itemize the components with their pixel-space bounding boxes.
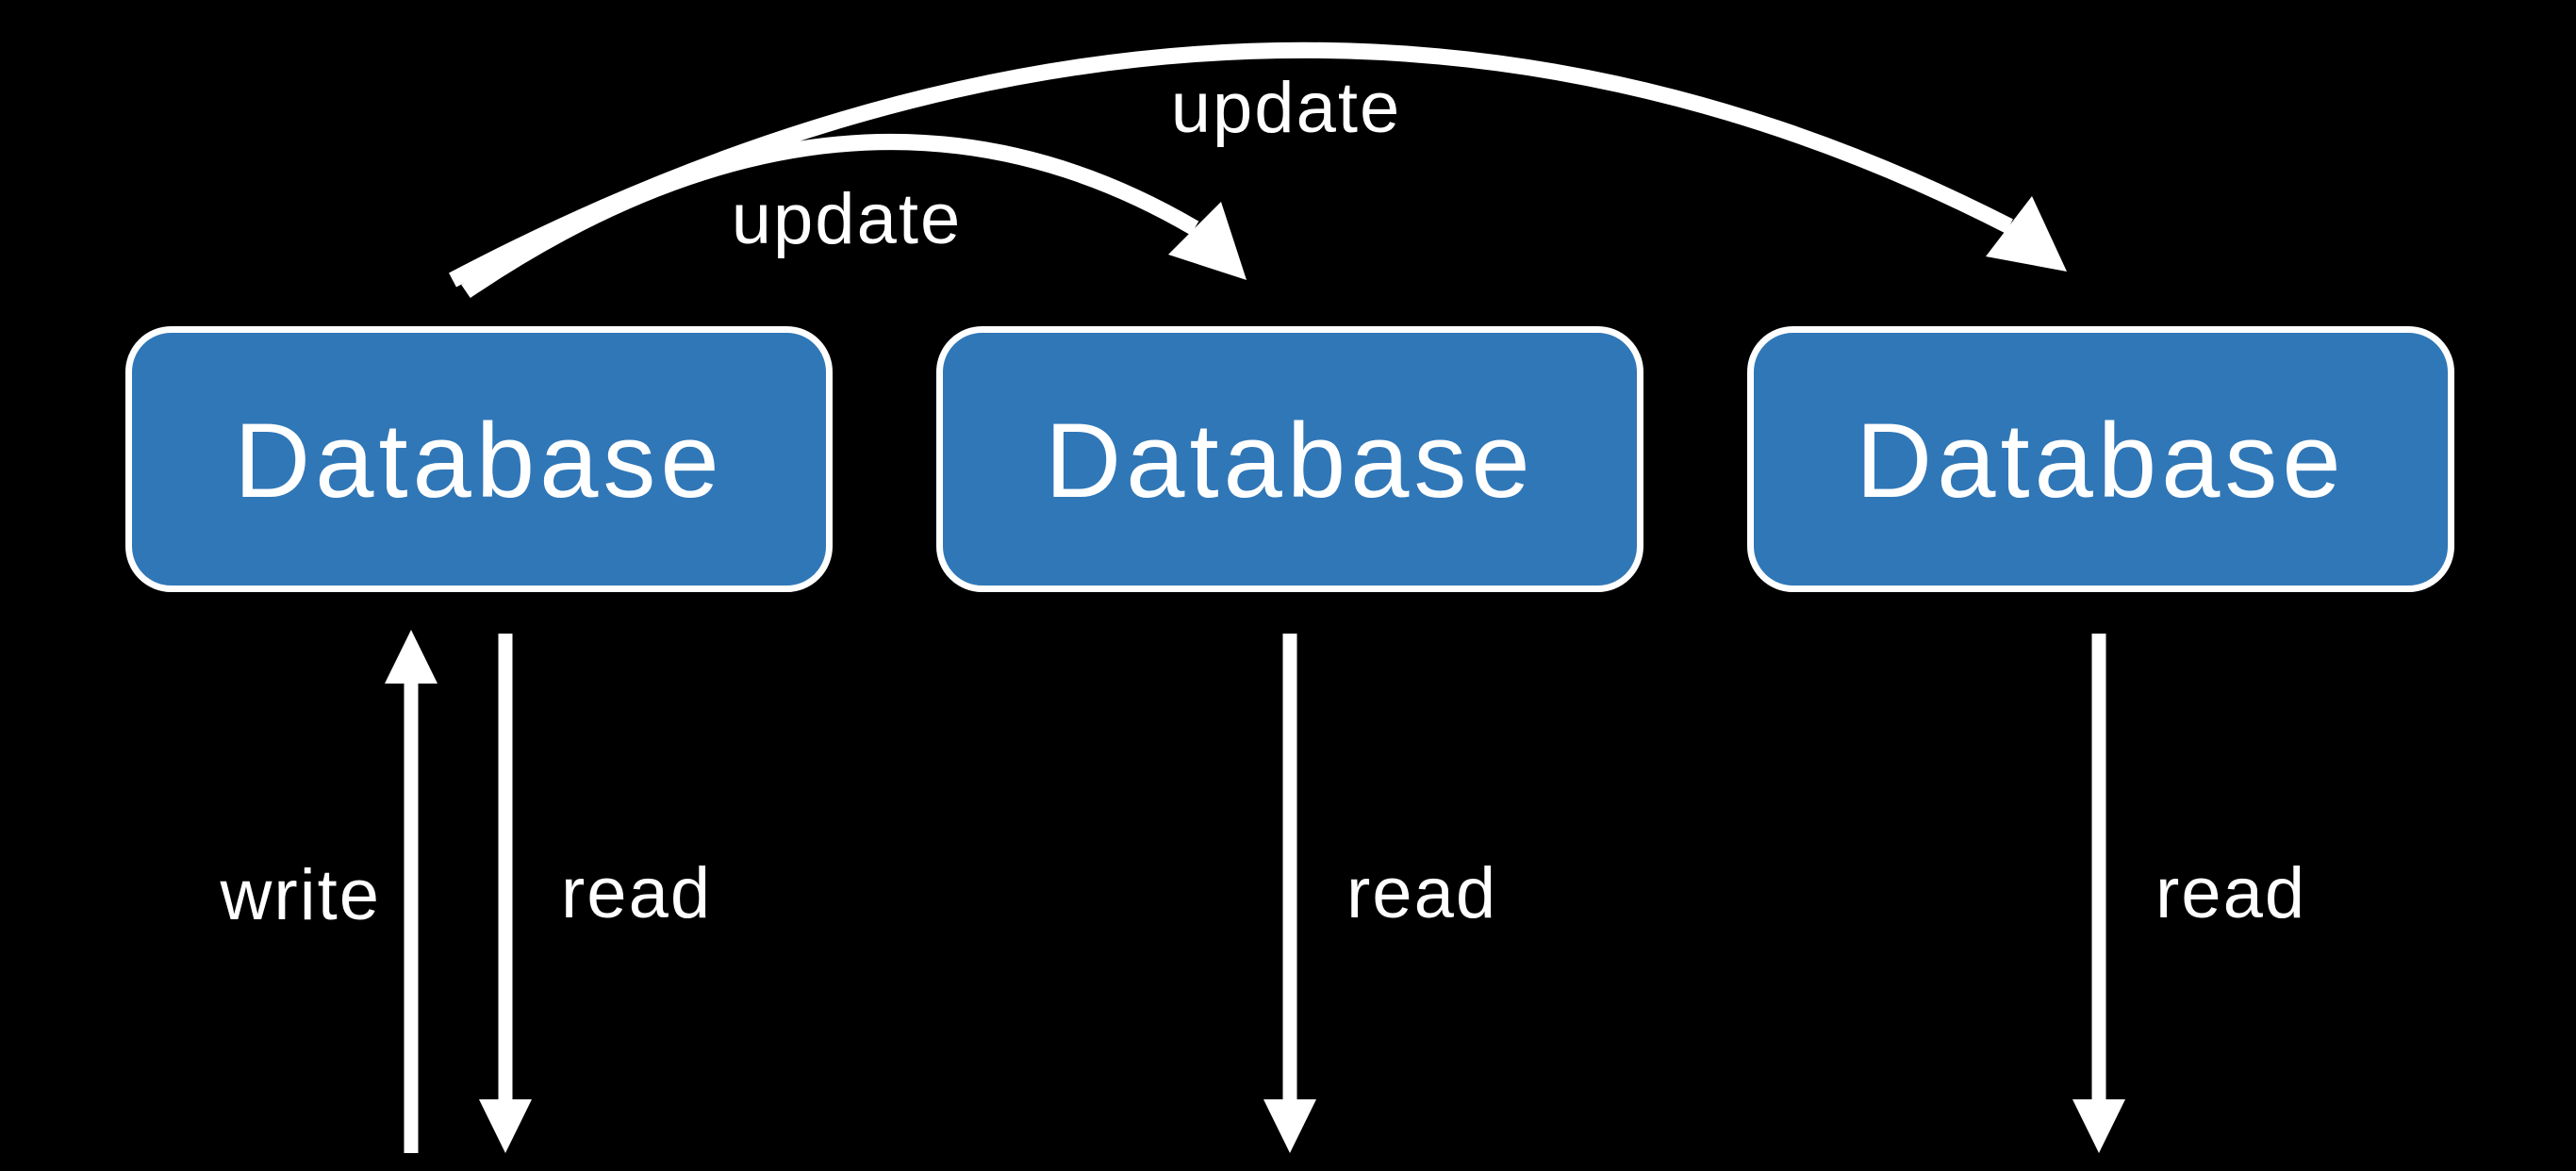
database-node-middle: Database — [936, 326, 1643, 592]
write-label: write — [220, 855, 381, 935]
database-label-middle: Database — [1045, 402, 1534, 520]
read-label-left: read — [561, 853, 712, 933]
database-label-right: Database — [1856, 402, 2345, 520]
database-node-right: Database — [1747, 326, 2454, 592]
read-arrowhead-right-icon — [2072, 1099, 2125, 1153]
edge-labels: update update write read read read — [220, 68, 2306, 935]
read-label-middle: read — [1346, 853, 1497, 933]
database-box-left — [125, 326, 833, 592]
update-label-inner: update — [732, 179, 962, 259]
write-arrowhead-icon — [385, 630, 438, 684]
database-node-left: Database — [125, 326, 833, 592]
read-label-right: read — [2155, 853, 2306, 933]
update-arrowhead-inner-icon — [1168, 202, 1247, 280]
read-write-edges — [385, 630, 2125, 1153]
database-box-right — [1747, 326, 2454, 592]
update-arrow-inner-curve — [461, 133, 1199, 299]
database-nodes: Database Database Database — [125, 326, 2454, 592]
database-label-left: Database — [234, 402, 723, 520]
update-edges — [449, 41, 2067, 299]
update-label-outer: update — [1171, 68, 1401, 148]
update-arrowhead-outer-icon — [1986, 196, 2067, 272]
read-arrowhead-left-icon — [479, 1099, 532, 1153]
database-box-middle — [936, 326, 1643, 592]
read-arrowhead-middle-icon — [1263, 1099, 1316, 1153]
